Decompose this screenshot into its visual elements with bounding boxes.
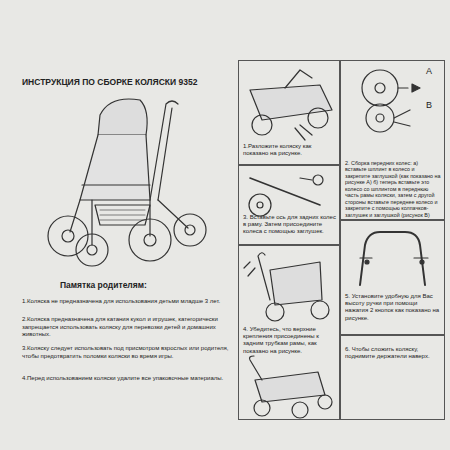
memo-item: 2.Коляска предназначена для катания куко… bbox=[22, 316, 232, 339]
step-caption: 6. Чтобы сложить коляску, поднимите держ… bbox=[345, 346, 441, 360]
step-caption: 1.Разложите коляску как показано на рису… bbox=[243, 143, 336, 157]
step-caption: 2. Сборка передних колес: а) вставьте шп… bbox=[345, 160, 441, 218]
step-caption: 3. Вставьте ось для задних колес в раму.… bbox=[243, 214, 336, 236]
step-panel: 6. Чтобы сложить коляску, поднимите держ… bbox=[340, 335, 445, 420]
memo-item: 4.Перед использованием коляски удалите в… bbox=[22, 375, 232, 383]
memo-item: 1.Коляска не предназначена для использов… bbox=[22, 298, 232, 306]
step-caption: 4. Убедитесь, что верхние крепления прис… bbox=[243, 326, 336, 355]
step-panel: 3. Вставьте ось для задних колес в раму.… bbox=[238, 165, 340, 245]
page-title: ИНСТРУКЦИЯ ПО СБОРКЕ КОЛЯСКИ 9352 bbox=[22, 77, 234, 88]
step-panel: 2. Сборка передних колес: а) вставьте шп… bbox=[340, 60, 445, 220]
step-panel: 5. Установите удобную для Вас высоту руч… bbox=[340, 220, 445, 335]
figure-letter: B bbox=[426, 100, 438, 111]
step-panel: 1.Разложите коляску как показано на рису… bbox=[238, 60, 340, 165]
memo-heading: Памятка родителям: bbox=[60, 280, 220, 291]
memo-item: 3.Коляску следует использовать под присм… bbox=[22, 345, 232, 360]
step-caption: 5. Установите удобную для Вас высоту руч… bbox=[345, 293, 441, 322]
step-panel: 4. Убедитесь, что верхние крепления прис… bbox=[238, 245, 340, 420]
figure-letter: A bbox=[426, 66, 438, 77]
